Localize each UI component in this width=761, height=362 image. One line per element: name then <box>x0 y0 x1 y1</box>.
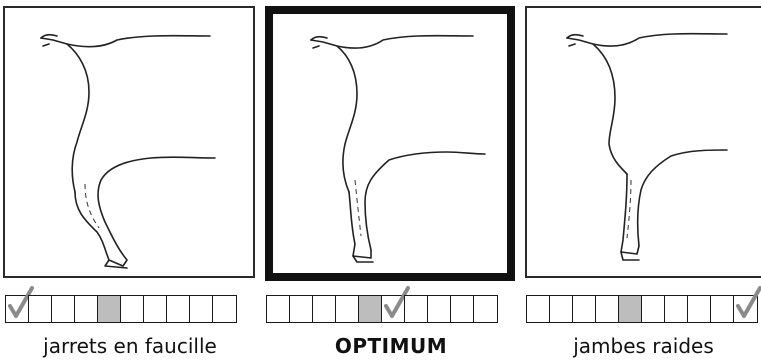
scale-cell[interactable] <box>266 295 291 323</box>
panel-optimum <box>265 6 515 281</box>
rating-scale-straight <box>526 295 756 323</box>
label-optimum: OPTIMUM <box>266 334 516 358</box>
rating-scale-sickle <box>5 295 235 323</box>
panel-sickle-hocks <box>3 6 255 278</box>
panel-straight-legs <box>525 6 761 278</box>
scale-cell[interactable] <box>404 295 429 323</box>
scale-cell[interactable] <box>212 295 237 323</box>
scale-cell[interactable] <box>312 295 337 323</box>
scale-cell[interactable] <box>427 295 452 323</box>
scale-cell[interactable] <box>166 295 191 323</box>
scale-cell[interactable] <box>687 295 712 323</box>
leg-drawing-straight <box>527 8 761 276</box>
label-sickle-hocks: jarrets en faucille <box>5 334 255 358</box>
scale-cell[interactable] <box>733 295 758 323</box>
scale-cell[interactable] <box>120 295 145 323</box>
rating-scale-optimum <box>266 295 496 323</box>
scale-cell[interactable] <box>28 295 53 323</box>
scale-cell[interactable] <box>335 295 360 323</box>
scale-cell[interactable] <box>595 295 620 323</box>
scale-cell[interactable] <box>189 295 214 323</box>
scale-cell[interactable] <box>664 295 689 323</box>
scale-cell[interactable] <box>143 295 168 323</box>
scale-cell[interactable] <box>5 295 30 323</box>
scale-cell[interactable] <box>549 295 574 323</box>
scale-cell[interactable] <box>526 295 551 323</box>
scale-cell[interactable] <box>289 295 314 323</box>
leg-drawing-optimum <box>273 14 507 273</box>
check-icon <box>736 286 761 320</box>
scale-cell[interactable] <box>51 295 76 323</box>
scale-cell[interactable] <box>450 295 475 323</box>
scale-cell[interactable] <box>618 295 643 323</box>
scale-cell[interactable] <box>97 295 122 323</box>
scale-cell[interactable] <box>381 295 406 323</box>
label-straight-legs: jambes raides <box>526 334 761 358</box>
scale-cell[interactable] <box>74 295 99 323</box>
scale-cell[interactable] <box>710 295 735 323</box>
leg-drawing-sickle <box>5 8 253 276</box>
scale-cell[interactable] <box>572 295 597 323</box>
scale-cell[interactable] <box>473 295 498 323</box>
scale-cell[interactable] <box>641 295 666 323</box>
scale-cell[interactable] <box>358 295 383 323</box>
